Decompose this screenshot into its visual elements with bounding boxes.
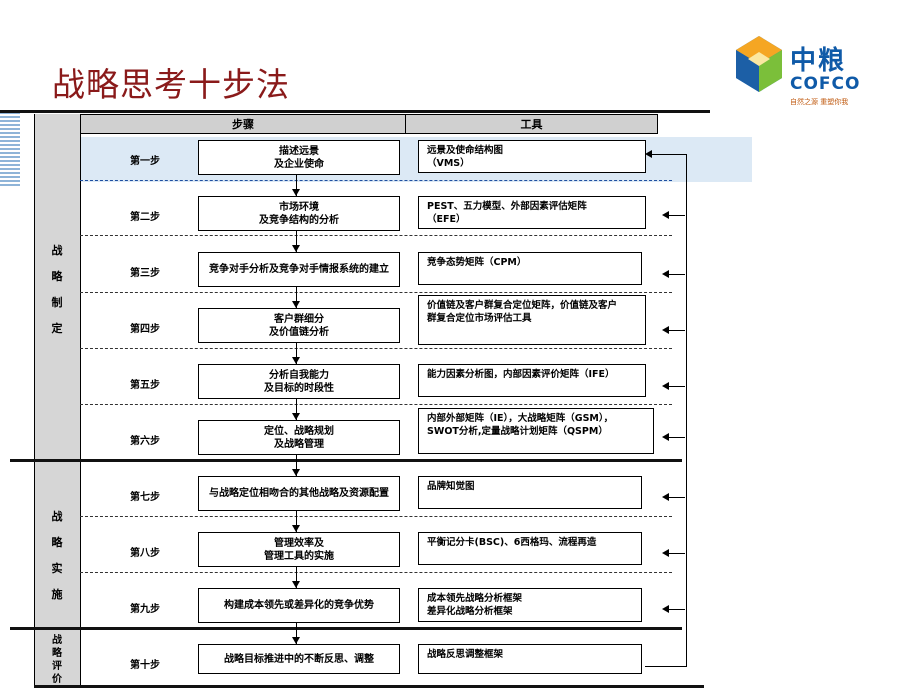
flow-arrow-6-icon: [292, 413, 300, 420]
phase-implementation-label: 战 略 实 施: [51, 510, 63, 601]
side-arrow-line-9: [668, 609, 685, 610]
side-arrow-line-7: [668, 497, 685, 498]
side-arrow-2-icon: [662, 211, 669, 219]
side-arrow-3-icon: [662, 270, 669, 278]
step-tool-box: 价值链及客户群复合定位矩阵，价值链及客户 群复合定位市场评估工具: [418, 295, 646, 345]
step-action-box: 市场环境 及竞争结构的分析: [198, 196, 400, 231]
step-action-box: 分析自我能力 及目标的时段性: [198, 364, 400, 399]
step-tool-box: 远景及使命结构图 （VMS）: [418, 140, 646, 173]
row-divider-7: [80, 516, 672, 517]
step-tool-box: 战略反思调整框架: [418, 644, 642, 674]
step-tool-box: 成本领先战略分析框架 差异化战略分析框架: [418, 588, 642, 622]
step-label: 第一步: [130, 156, 160, 167]
flow-arrow-3-icon: [292, 245, 300, 252]
phase-column: [34, 114, 80, 688]
row-divider-4: [80, 348, 672, 349]
step-label: 第十步: [130, 660, 160, 671]
cofco-emblem-icon: [736, 36, 782, 92]
logo-tagline: 自然之源 重塑你我: [790, 98, 849, 106]
side-arrow-5-icon: [662, 382, 669, 390]
step-action-box: 战略目标推进中的不断反思、调整: [198, 644, 400, 674]
flow-arrow-8-icon: [292, 525, 300, 532]
side-arrow-8-icon: [662, 549, 669, 557]
bottom-rule: [34, 685, 704, 688]
flow-arrow-9-icon: [292, 581, 300, 588]
step-label: 第九步: [130, 604, 160, 615]
phase-column-left-border: [34, 114, 35, 688]
side-arrow-4-icon: [662, 326, 669, 334]
flow-arrow-7-icon: [292, 469, 300, 476]
side-arrow-6-icon: [662, 433, 669, 441]
feedback-loop-line: [686, 154, 687, 666]
page-title: 战略思考十步法: [52, 65, 290, 104]
cofco-logo: 中粮 COFCO 自然之源 重塑你我: [730, 30, 900, 116]
row-divider-5: [80, 404, 672, 405]
phase-column-right-border: [80, 114, 81, 688]
step-action-box: 与战略定位相吻合的其他战略及资源配置: [198, 476, 400, 511]
step-tool-box: 内部外部矩阵（IE），大战略矩阵（GSM）， SWOT分析,定量战略计划矩阵（Q…: [418, 408, 654, 454]
flow-arrow-10-icon: [292, 637, 300, 644]
row-divider-8: [80, 572, 672, 573]
phase-separator-1: [10, 459, 682, 462]
row-divider-1: [80, 180, 672, 181]
feedback-arrow-1-icon: [645, 150, 652, 158]
feedback-loop-bottom: [645, 666, 687, 667]
step-tool-box: 竞争态势矩阵（CPM）: [418, 252, 642, 285]
step-label: 第二步: [130, 212, 160, 223]
step-tool-box: 能力因素分析图，内部因素评价矩阵（IFE）: [418, 364, 646, 397]
step-one-highlight-band: [80, 137, 752, 182]
decorative-stripe: [0, 112, 20, 187]
step-tool-box: PEST、五力模型、外部因素评估矩阵 （EFE）: [418, 196, 646, 229]
logo-chinese-text: 中粮: [790, 46, 847, 76]
phase-formulation-label: 战 略 制 定: [51, 244, 63, 335]
step-tool-box: 品牌知觉图: [418, 476, 642, 509]
row-divider-3: [80, 292, 672, 293]
step-label: 第五步: [130, 380, 160, 391]
top-rule: [0, 110, 710, 113]
side-arrow-line-3: [668, 274, 685, 275]
step-action-box: 构建成本领先或差异化的竞争优势: [198, 588, 400, 623]
step-action-box: 定位、战略规划 及战略管理: [198, 420, 400, 455]
flow-arrow-2-icon: [292, 189, 300, 196]
row-divider-2: [80, 235, 672, 236]
side-arrow-7-icon: [662, 493, 669, 501]
steps-header: 步骤: [80, 114, 406, 134]
side-arrow-line-5: [668, 386, 685, 387]
side-arrow-9-icon: [662, 605, 669, 613]
step-label: 第四步: [130, 324, 160, 335]
side-arrow-line-2: [668, 215, 685, 216]
side-arrow-line-8: [668, 553, 685, 554]
step-action-box: 管理效率及 管理工具的实施: [198, 532, 400, 567]
step-action-box: 客户群细分 及价值链分析: [198, 308, 400, 343]
step-label: 第三步: [130, 268, 160, 279]
flow-connector: [296, 175, 297, 647]
tools-header: 工具: [405, 114, 658, 134]
step-label: 第七步: [130, 492, 160, 503]
step-label: 第六步: [130, 436, 160, 447]
feedback-loop-top: [650, 154, 687, 155]
flow-arrow-4-icon: [292, 301, 300, 308]
step-action-box: 描述远景 及企业使命: [198, 140, 400, 175]
phase-separator-2: [10, 627, 682, 630]
logo-english-text: COFCO: [790, 74, 861, 94]
side-arrow-line-4: [668, 330, 685, 331]
phase-evaluation-label: 战 略 评 价: [52, 635, 62, 685]
flow-arrow-5-icon: [292, 357, 300, 364]
step-tool-box: 平衡记分卡(BSC)、6西格玛、流程再造: [418, 532, 642, 565]
step-action-box: 竞争对手分析及竞争对手情报系统的建立: [198, 252, 400, 287]
step-label: 第八步: [130, 548, 160, 559]
side-arrow-line-6: [668, 437, 685, 438]
